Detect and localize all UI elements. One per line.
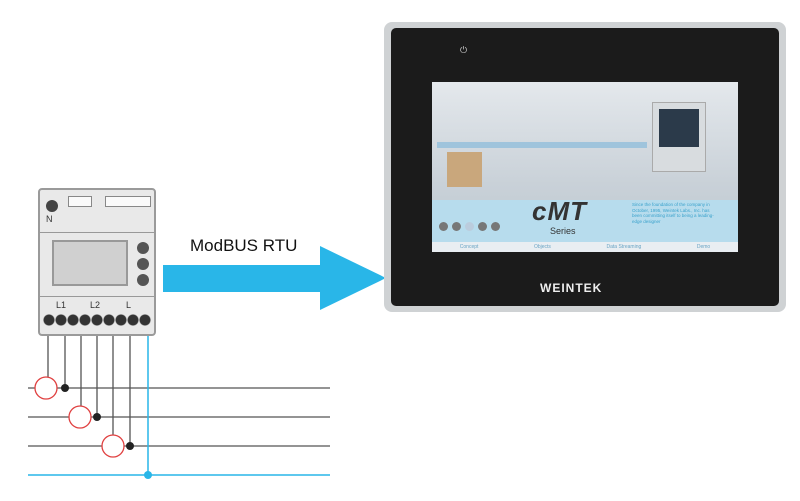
screen-nav: Concept Objects Data Streaming Demo xyxy=(432,242,738,252)
terminal-row xyxy=(43,314,151,326)
weintek-logo: WEINTEK xyxy=(540,281,603,295)
phase-label-l3: L xyxy=(126,300,132,310)
neutral-label: N xyxy=(46,214,53,224)
cmt-logo: cMT xyxy=(532,196,587,226)
nav-objects[interactable]: Objects xyxy=(533,244,551,250)
neutral-terminal-icon xyxy=(46,200,58,212)
company-blurb: Since the foundation of the company in O… xyxy=(632,202,714,224)
modbus-label: ModBUS RTU xyxy=(190,236,298,255)
current-transformer-1 xyxy=(34,376,58,400)
current-transformer-2 xyxy=(68,405,92,429)
nav-concept[interactable]: Concept xyxy=(459,244,479,250)
phase-label-l2: L2 xyxy=(90,300,101,310)
nav-demo[interactable]: Demo xyxy=(696,244,711,250)
arrow-icon xyxy=(163,246,386,310)
phase-label-l1: L1 xyxy=(56,300,67,310)
series-label: Series xyxy=(550,226,576,236)
energy-meter: N L1 L2 L xyxy=(38,188,156,336)
hmi-screen[interactable]: cMT Series Since the foundation of the c… xyxy=(432,82,738,252)
nav-data-streaming[interactable]: Data Streaming xyxy=(606,244,642,250)
current-transformer-3 xyxy=(101,434,125,458)
power-icon: ⏻ xyxy=(460,45,468,55)
meter-display xyxy=(52,240,128,286)
